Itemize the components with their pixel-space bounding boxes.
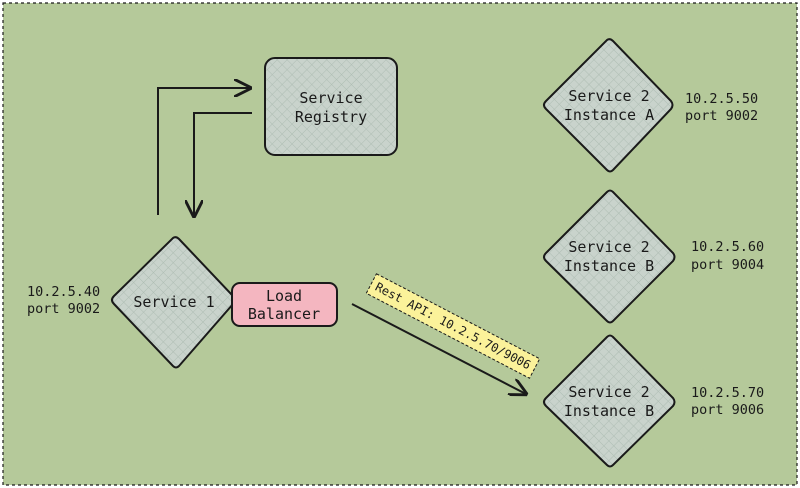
- load-balancer-label-line1: Load: [266, 287, 302, 305]
- instance-b2-label-line1: Service 2: [568, 383, 649, 401]
- instance-b2-label-line2: Instance B: [564, 402, 654, 420]
- service1-port: port 9002: [27, 301, 100, 317]
- service2-instance-b2-node[interactable]: Service 2 Instance B: [543, 334, 676, 468]
- service2-instance-a-node[interactable]: Service 2 Instance A: [543, 38, 674, 173]
- register-arrow: [157, 88, 250, 215]
- instance-a-port: port 9002: [685, 108, 758, 124]
- load-balancer-label-line2: Balancer: [248, 305, 320, 323]
- instance-a-address: 10.2.5.50: [685, 91, 758, 107]
- service-registry-box[interactable]: Service Registry: [264, 57, 398, 156]
- instance-b-address: 10.2.5.60: [691, 239, 764, 255]
- service1-label: Service 1: [133, 293, 214, 311]
- service1-node[interactable]: Service 1: [111, 236, 236, 369]
- instance-a-label-line1: Service 2: [568, 87, 649, 105]
- service2-instance-b-node[interactable]: Service 2 Instance B: [543, 189, 676, 324]
- instance-b2-port: port 9006: [691, 402, 764, 418]
- service-registry-label-line2: Registry: [295, 108, 367, 126]
- lookup-arrow: [194, 112, 252, 216]
- load-balancer-box[interactable]: Load Balancer: [231, 282, 338, 327]
- request-arrow: [351, 303, 526, 394]
- service1-address: 10.2.5.40: [27, 284, 100, 300]
- instance-b-label-line1: Service 2: [568, 238, 649, 256]
- instance-b2-address: 10.2.5.70: [691, 385, 764, 401]
- service-registry-label-line1: Service: [299, 89, 362, 107]
- instance-b-label-line2: Instance B: [564, 257, 654, 275]
- instance-a-label-line2: Instance A: [564, 106, 654, 124]
- instance-b-port: port 9004: [691, 257, 764, 273]
